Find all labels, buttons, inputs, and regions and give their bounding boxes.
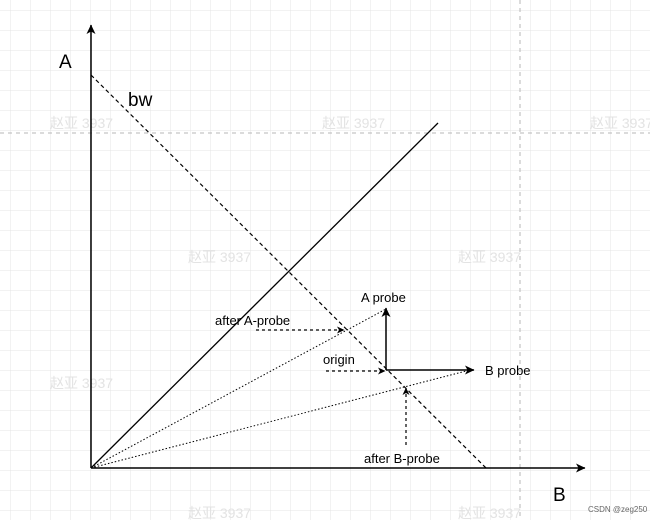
watermark: 赵亚 3937 [590,115,650,131]
b-probe-label: B probe [485,363,531,378]
after-a-probe-label: after A-probe [215,313,290,328]
credit-text: CSDN @zeg250 [588,505,648,514]
after-b-probe-label: after B-probe [364,451,440,466]
watermark: 赵亚 3937 [50,115,113,131]
origin-label: origin [323,352,355,367]
a-probe-label: A probe [361,290,406,305]
watermark: 赵亚 3937 [458,505,521,520]
bw-label: bw [128,90,153,111]
watermark: 赵亚 3937 [188,505,251,520]
watermark: 赵亚 3937 [188,249,251,265]
dotted-line-to-b-probe [90,369,471,469]
watermark: 赵亚 3937 [458,249,521,265]
watermark: 赵亚 3937 [322,115,385,131]
axis-a-label: A [59,52,72,73]
watermark: 赵亚 3937 [50,375,113,391]
axis-b-label: B [553,485,566,506]
diagonal-line [90,122,439,469]
bw-line [90,74,487,469]
